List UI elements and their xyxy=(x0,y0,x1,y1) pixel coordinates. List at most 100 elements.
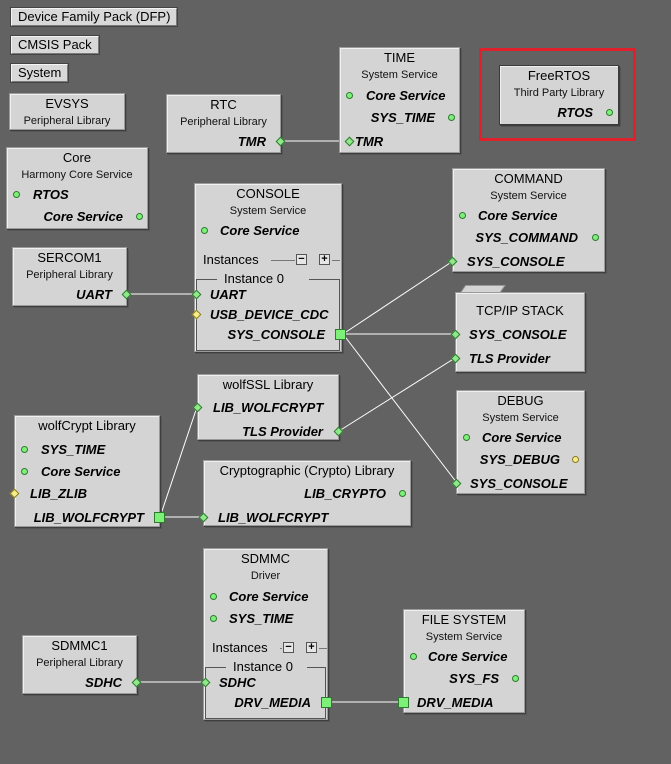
port-label-sys-command: SYS_COMMAND xyxy=(475,230,578,245)
port-connector-lib-wolfcrypt-diamond-icon[interactable] xyxy=(198,512,209,523)
port-label-usb-device-cdc: USB_DEVICE_CDC xyxy=(210,307,329,322)
port-connector-sys-console-diamond-icon[interactable] xyxy=(451,478,462,489)
component-sdmmc[interactable]: SDMMC Driver Core Service SYS_TIME Insta… xyxy=(200,548,332,720)
port-dot-icon[interactable] xyxy=(463,434,470,441)
port-dot-icon[interactable] xyxy=(210,615,217,622)
port-label-core-service: Core Service xyxy=(43,209,124,224)
port-dot-icon[interactable] xyxy=(136,213,143,220)
port-dot-icon[interactable] xyxy=(459,212,466,219)
port-label-drv-media: DRV_MEDIA xyxy=(234,695,311,710)
component-title: COMMAND xyxy=(494,171,563,186)
component-time[interactable]: TIME System Service Core Service SYS_TIM… xyxy=(339,47,460,153)
component-title: SDMMC xyxy=(240,551,291,566)
port-dot-icon[interactable] xyxy=(399,490,406,497)
port-label-sys-time: SYS_TIME xyxy=(41,442,106,457)
port-label-tls-provider: TLS Provider xyxy=(469,351,550,366)
port-connector-tls-provider-diamond-icon[interactable] xyxy=(450,353,461,364)
component-wolfssl-library[interactable]: wolfSSL Library LIB_WOLFCRYPT TLS Provid… xyxy=(192,374,344,440)
remove-instance-button[interactable]: − xyxy=(283,642,294,653)
wire-tcpip-wolfssl xyxy=(338,357,456,432)
port-dot-icon[interactable] xyxy=(21,446,28,453)
port-connector-square-icon[interactable] xyxy=(398,697,409,708)
component-command[interactable]: COMMAND System Service Core Service SYS_… xyxy=(447,168,605,272)
port-label-lib-crypto: LIB_CRYPTO xyxy=(304,486,386,501)
component-core[interactable]: Core Harmony Core Service RTOS Core Serv… xyxy=(6,147,148,229)
port-label-core-service: Core Service xyxy=(478,208,558,223)
system-button[interactable]: System xyxy=(9,63,70,83)
port-connector-uart-diamond-icon[interactable] xyxy=(121,289,132,300)
component-sercom1[interactable]: SERCOM1 Peripheral Library UART xyxy=(12,247,132,306)
port-label-core-service: Core Service xyxy=(366,88,446,103)
component-subtitle: Peripheral Library xyxy=(180,116,267,128)
component-title: TCP/IP STACK xyxy=(476,303,564,318)
component-title: CONSOLE xyxy=(236,186,300,201)
port-dot-icon[interactable] xyxy=(572,456,579,463)
component-title: EVSYS xyxy=(45,96,89,111)
port-connector-tmr-diamond-icon[interactable] xyxy=(275,136,286,147)
component-evsys[interactable]: EVSYS Peripheral Library xyxy=(9,93,125,130)
port-dot-icon[interactable] xyxy=(410,653,417,660)
port-dot-icon[interactable] xyxy=(346,92,353,99)
port-dot-icon[interactable] xyxy=(201,227,208,234)
add-instance-button[interactable]: + xyxy=(306,642,317,653)
port-connector-sys-console-diamond-icon[interactable] xyxy=(450,329,461,340)
component-subtitle: Third Party Library xyxy=(513,87,605,99)
port-dot-icon[interactable] xyxy=(606,109,613,116)
component-subtitle: Peripheral Library xyxy=(23,115,111,127)
add-instance-button[interactable]: + xyxy=(319,254,330,265)
component-title: SERCOM1 xyxy=(37,250,102,265)
remove-instance-button[interactable]: − xyxy=(296,254,307,265)
component-subtitle: System Service xyxy=(482,412,559,424)
port-label-sdhc: SDHC xyxy=(219,675,256,690)
component-file-system[interactable]: FILE SYSTEM System Service Core Service … xyxy=(398,609,525,713)
component-title: TIME xyxy=(383,50,416,65)
component-crypto-library[interactable]: Cryptographic (Crypto) Library LIB_CRYPT… xyxy=(198,460,411,526)
instance-label: Instance 0 xyxy=(230,658,296,676)
port-label-drv-media: DRV_MEDIA xyxy=(417,695,494,710)
component-console[interactable]: CONSOLE System Service Core Service Inst… xyxy=(191,183,346,352)
port-dot-icon[interactable] xyxy=(592,234,599,241)
port-label-sys-fs: SYS_FS xyxy=(449,671,499,686)
cmsis-pack-button[interactable]: CMSIS Pack xyxy=(10,35,100,55)
component-subtitle: Harmony Core Service xyxy=(21,169,133,181)
port-connector-square-icon[interactable] xyxy=(335,329,346,340)
port-label-sys-time: SYS_TIME xyxy=(229,611,294,626)
port-connector-lib-zlib-diamond-icon[interactable] xyxy=(9,488,20,499)
port-dot-icon[interactable] xyxy=(210,593,217,600)
port-dot-icon[interactable] xyxy=(448,114,455,121)
port-label-lib-wolfcrypt: LIB_WOLFCRYPT xyxy=(213,400,324,415)
port-label-tls-provider: TLS Provider xyxy=(242,424,323,439)
port-dot-icon[interactable] xyxy=(21,468,28,475)
port-dot-icon[interactable] xyxy=(512,675,519,682)
port-connector-usb-cdc-diamond-icon[interactable] xyxy=(191,309,202,320)
component-sdmmc1[interactable]: SDMMC1 Peripheral Library SDHC xyxy=(22,635,142,694)
port-connector-lib-wolfcrypt-diamond-icon[interactable] xyxy=(192,402,203,413)
component-subtitle: System Service xyxy=(490,190,567,202)
port-connector-sdhc-diamond-icon[interactable] xyxy=(200,677,211,688)
port-label-sys-console: SYS_CONSOLE xyxy=(467,254,565,269)
port-label-sys-console: SYS_CONSOLE xyxy=(469,327,567,342)
port-label-lib-wolfcrypt: LIB_WOLFCRYPT xyxy=(33,510,144,525)
port-label-core-service: Core Service xyxy=(229,589,309,604)
component-wolfcrypt-library[interactable]: wolfCrypt Library SYS_TIME Core Service … xyxy=(9,415,165,527)
component-subtitle: System Service xyxy=(425,631,503,643)
port-connector-sdhc-diamond-icon[interactable] xyxy=(131,677,142,688)
port-dot-icon[interactable] xyxy=(13,191,20,198)
port-connector-tls-provider-diamond-icon[interactable] xyxy=(333,426,344,437)
device-family-pack-button[interactable]: Device Family Pack (DFP) xyxy=(9,7,179,27)
component-tcpip-stack[interactable]: TCP/IP STACK SYS_CONSOLE TLS Provider xyxy=(450,292,585,372)
port-connector-square-icon[interactable] xyxy=(154,512,165,523)
port-label-sys-debug: SYS_DEBUG xyxy=(479,452,560,467)
component-subtitle: System Service xyxy=(229,205,307,217)
component-freertos[interactable]: FreeRTOS Third Party Library RTOS xyxy=(499,65,619,125)
component-subtitle: System Service xyxy=(361,69,438,81)
component-debug[interactable]: DEBUG System Service Core Service SYS_DE… xyxy=(451,390,585,494)
port-label-tmr: TMR xyxy=(237,134,266,149)
component-rtc[interactable]: RTC Peripheral Library TMR xyxy=(166,94,286,153)
port-connector-square-icon[interactable] xyxy=(321,697,332,708)
port-connector-tmr-diamond-icon[interactable] xyxy=(344,136,355,147)
component-subtitle: Driver xyxy=(250,570,281,582)
port-connector-uart-diamond-icon[interactable] xyxy=(191,289,202,300)
port-connector-sys-console-diamond-icon[interactable] xyxy=(447,256,458,267)
port-label-rtos: RTOS xyxy=(557,105,593,120)
